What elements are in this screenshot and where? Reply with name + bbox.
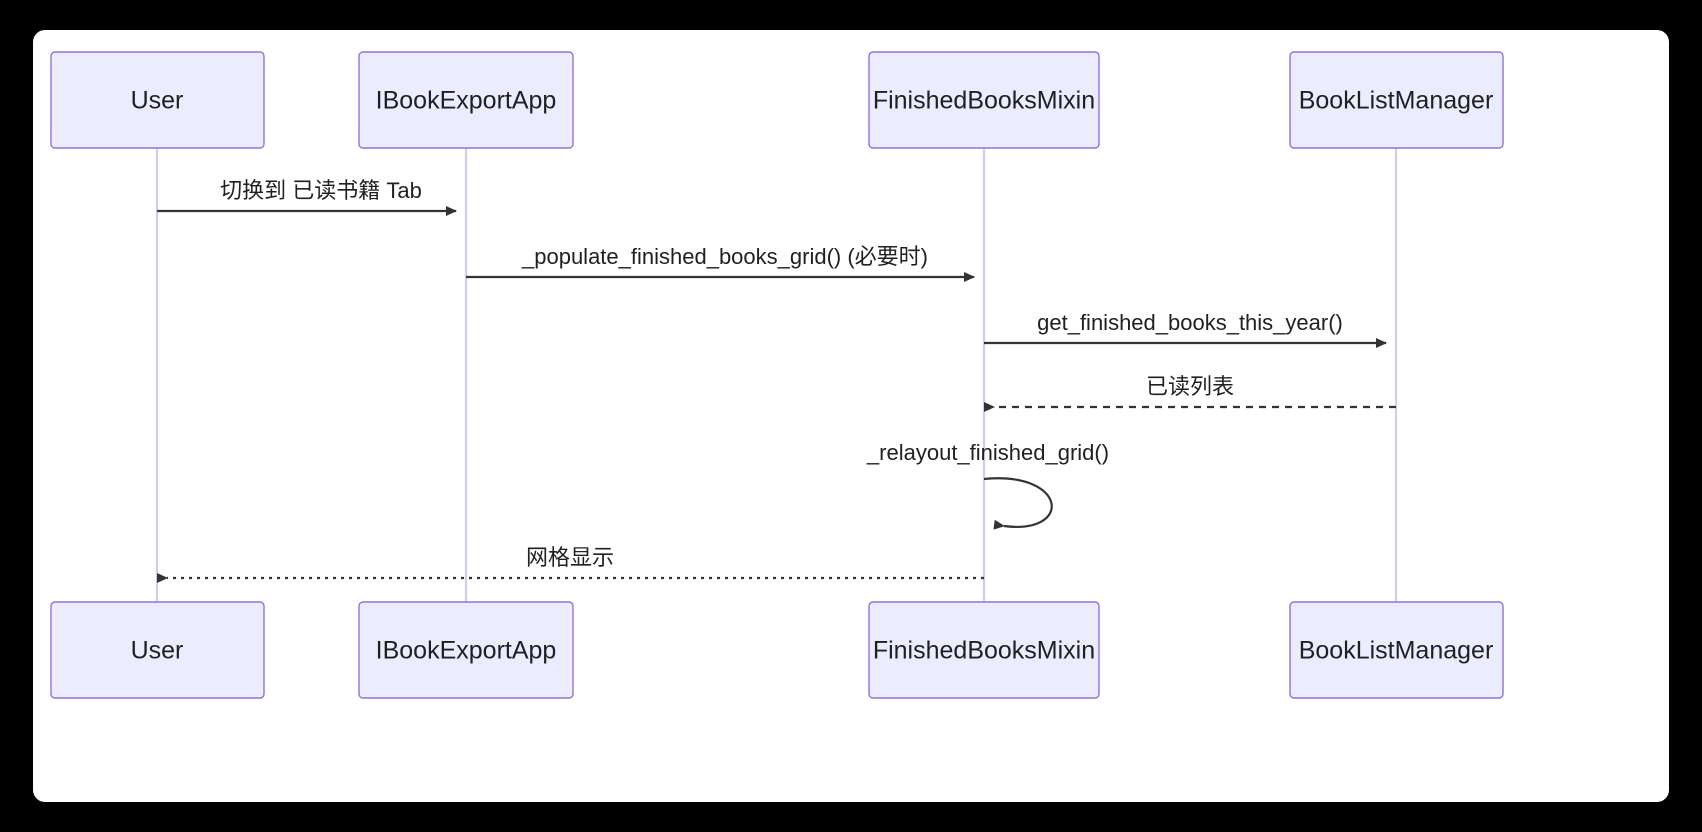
participant-app-top[interactable]: IBookExportApp [358, 51, 574, 149]
participant-mixin-bottom[interactable]: FinishedBooksMixin [868, 601, 1100, 699]
participant-label: BookListManager [1299, 87, 1494, 115]
message-label: 网格显示 [526, 545, 614, 570]
participant-app-bottom[interactable]: IBookExportApp [358, 601, 574, 699]
participants-bottom: User IBookExportApp FinishedBooksMixin B… [50, 601, 1504, 699]
message-grid-displayed-return: 网格显示 [157, 545, 984, 583]
message-finished-list-return: 已读列表 [984, 374, 1396, 412]
participant-label: IBookExportApp [376, 637, 557, 665]
participant-mixin-top[interactable]: FinishedBooksMixin [868, 51, 1100, 149]
message-label: _relayout_finished_grid() [866, 440, 1109, 465]
participant-label: IBookExportApp [376, 87, 557, 115]
participant-label: FinishedBooksMixin [873, 637, 1095, 665]
participant-label: FinishedBooksMixin [873, 87, 1095, 115]
participant-manager-bottom[interactable]: BookListManager [1289, 601, 1504, 699]
diagram-card: User IBookExportApp FinishedBooksMixin B… [33, 30, 1669, 802]
message-get-finished-books-this-year: get_finished_books_this_year() [984, 310, 1387, 348]
participants-top: User IBookExportApp FinishedBooksMixin B… [50, 51, 1504, 149]
participant-manager-top[interactable]: BookListManager [1289, 51, 1504, 149]
message-label: _populate_finished_books_grid() (必要时) [521, 244, 928, 269]
self-loop-arrow [983, 477, 1053, 530]
lifelines [155, 148, 1398, 602]
sequence-diagram-svg: User IBookExportApp FinishedBooksMixin B… [50, 51, 1504, 699]
participant-user-top[interactable]: User [50, 51, 265, 149]
message-relayout-finished-grid-self: _relayout_finished_grid() [866, 440, 1109, 530]
participant-label: User [131, 87, 184, 115]
message-label: get_finished_books_this_year() [1037, 310, 1343, 335]
message-switch-to-finished-tab: 切换到 已读书籍 Tab [157, 178, 457, 216]
message-label: 已读列表 [1146, 374, 1234, 399]
participant-label: BookListManager [1299, 637, 1494, 665]
participant-label: User [131, 637, 184, 665]
message-label: 切换到 已读书籍 Tab [220, 178, 422, 203]
participant-user-bottom[interactable]: User [50, 601, 265, 699]
message-populate-finished-books-grid: _populate_finished_books_grid() (必要时) [466, 244, 975, 282]
